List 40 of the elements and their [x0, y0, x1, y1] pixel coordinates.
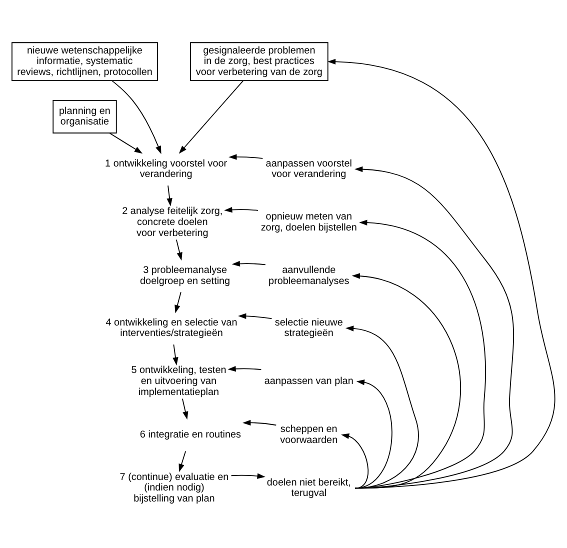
arrow: [224, 206, 258, 213]
node-text: 6 integratie en routines: [140, 429, 242, 440]
node-text: selectie nieuwe strategieën: [274, 317, 343, 340]
arrow: [230, 473, 266, 479]
node-box: nieuwe wetenschappelijke informatie, systematic reviews, richtlijnen, protocollen: [12, 42, 158, 82]
node-box: gesignaleerde problemen in de zorg, best practices voor verbetering van de zorg: [190, 42, 328, 82]
node-text: opnieuw meten van zorg, doelen bijstellen: [260, 212, 357, 234]
arrow: [345, 326, 419, 489]
node-text: 7 (continue) evaluatie en (indien nodig) bijstelling van plan: [120, 472, 229, 505]
arrow: [172, 344, 178, 366]
node-text: aanpassen voorstel voor verandering: [266, 158, 352, 180]
arrow: [228, 366, 262, 372]
node-box: planning en organisatie: [52, 100, 117, 134]
node-text: 3 probleemanalyse doelgroep en setting: [140, 264, 230, 287]
arrow: [109, 132, 143, 154]
arrow: [182, 398, 188, 420]
arrow: [174, 292, 182, 314]
arrow: [228, 154, 264, 160]
arrow: [354, 220, 486, 489]
arrow: [242, 420, 277, 426]
node-text: aanvullende probleemanalyses: [268, 264, 350, 287]
node-text: 5 ontwikkeling, testen en uitvoering van implementatieplan: [131, 365, 226, 398]
arrow: [354, 379, 392, 489]
node-text: doelen niet bereikt, terugval: [266, 477, 351, 500]
arrow: [327, 58, 556, 489]
node-text: 4 ontwikkeling en selectie van interventies/strategieën: [106, 317, 238, 340]
node-text: scheppen en voorwaarden: [280, 424, 338, 446]
arrow: [166, 185, 172, 206]
node-text: 1 ontwikkeling voorstel voor verandering: [105, 158, 228, 180]
arrow: [112, 80, 162, 154]
node-text: aanpassen van plan: [264, 376, 354, 388]
arrow: [232, 260, 266, 267]
node-text: 2 analyse feitelijk zorg, concrete doelen voor verbetering: [122, 206, 223, 239]
arrow: [178, 450, 186, 472]
arrow: [238, 313, 272, 320]
arrow: [340, 433, 369, 489]
arrow: [178, 80, 244, 154]
arrow: [354, 166, 514, 489]
arrow: [176, 239, 182, 261]
arrow: [352, 273, 461, 489]
